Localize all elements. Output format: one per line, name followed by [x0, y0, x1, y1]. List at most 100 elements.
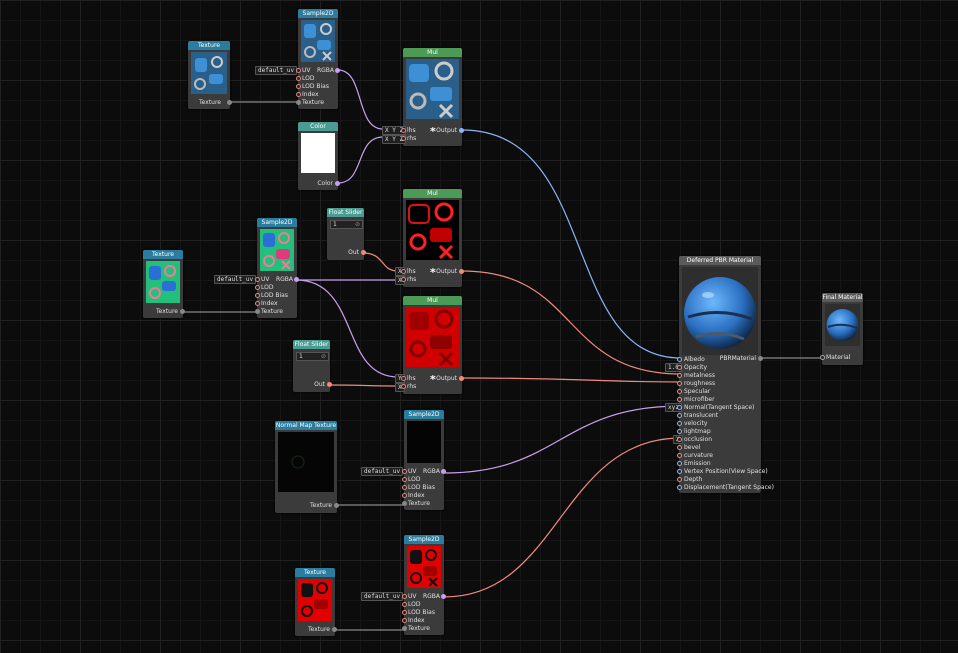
- texture-node[interactable]: Texture Texture: [143, 250, 185, 318]
- input-label: Index: [408, 492, 425, 499]
- pbr-input-label: Specular: [684, 388, 711, 395]
- texture-output-pin[interactable]: [334, 503, 339, 508]
- texture-input-pin[interactable]: [402, 626, 407, 631]
- rhs-input-pin[interactable]: [401, 277, 406, 282]
- input-label: UV: [302, 67, 311, 74]
- slider-output-pin[interactable]: [327, 382, 332, 387]
- pbr-input-pin[interactable]: [677, 413, 682, 418]
- slider-value-field[interactable]: 1 ⊘: [330, 220, 363, 229]
- pbr-input-pin[interactable]: [677, 421, 682, 426]
- sample2d-node[interactable]: Sample2D default_uv UV RGBA LOD LOD Bias…: [255, 9, 340, 109]
- slider-output-pin[interactable]: [361, 250, 366, 255]
- uv-input-pin[interactable]: [296, 68, 301, 73]
- pbr-input-pin[interactable]: [677, 381, 682, 386]
- texture-input-pin[interactable]: [402, 501, 407, 506]
- material-input-pin[interactable]: [820, 355, 825, 360]
- normal-map-texture-node[interactable]: Normal Map Texture Texture: [275, 421, 339, 513]
- lod-input-pin[interactable]: [296, 76, 301, 81]
- lod-bias-input-pin[interactable]: [255, 293, 260, 298]
- uv-input-pin[interactable]: [255, 277, 260, 282]
- lod-bias-input-pin[interactable]: [402, 485, 407, 490]
- deferred-pbr-material-node[interactable]: Deferred PBR Material PBRMaterial 1.0 xy…: [665, 256, 774, 493]
- output-label: RGBA: [316, 67, 334, 74]
- pbr-input-pin[interactable]: [677, 477, 682, 482]
- lod-input-pin[interactable]: [402, 602, 407, 607]
- uv-default-tag[interactable]: default_uv: [255, 66, 298, 75]
- node-title: Float Slider: [293, 340, 330, 349]
- uv-input-pin[interactable]: [402, 469, 407, 474]
- float-slider-node[interactable]: Float Slider 1 ⊘ Out: [327, 208, 366, 260]
- pbr-input-pin[interactable]: [677, 397, 682, 402]
- pbr-input-pin[interactable]: [677, 461, 682, 466]
- pbr-input-pin[interactable]: [677, 485, 682, 490]
- node-title: Mul: [403, 189, 462, 198]
- texture-output-pin[interactable]: [180, 309, 185, 314]
- input-label: Index: [408, 617, 425, 624]
- mul-node[interactable]: Mul X Y Z lhs X Y Z rhs * Output: [382, 48, 464, 146]
- uv-default-tag[interactable]: default_uv: [361, 592, 404, 601]
- float-slider-node[interactable]: Float Slider 1 ⊘ Out: [293, 340, 332, 392]
- sample2d-node[interactable]: Sample2D default_uv UV RGBA LOD LOD Bias…: [214, 218, 299, 318]
- lhs-input-pin[interactable]: [401, 128, 406, 133]
- pbr-input-label: Emission: [684, 460, 711, 467]
- lod-input-pin[interactable]: [255, 285, 260, 290]
- pbr-input-label: Displacement(Tangent Space): [684, 484, 774, 491]
- pbr-input-label: occlusion: [684, 436, 713, 443]
- texture-node[interactable]: Texture Texture: [188, 41, 232, 109]
- lod-bias-input-pin[interactable]: [402, 610, 407, 615]
- texture-input-pin[interactable]: [255, 309, 260, 314]
- mul-output-pin[interactable]: [459, 128, 464, 133]
- mul-output-pin[interactable]: [459, 269, 464, 274]
- rhs-input-pin[interactable]: [401, 384, 406, 389]
- uv-input-pin[interactable]: [402, 594, 407, 599]
- lhs-input-pin[interactable]: [401, 376, 406, 381]
- rgba-output-pin[interactable]: [294, 277, 299, 282]
- pbr-input-pin[interactable]: [677, 429, 682, 434]
- rgba-output-pin[interactable]: [441, 469, 446, 474]
- node-title: Normal Map Texture: [275, 421, 337, 430]
- index-input-pin[interactable]: [402, 618, 407, 623]
- uv-default-tag[interactable]: default_uv: [214, 275, 257, 284]
- input-label: UV: [408, 593, 417, 600]
- uv-default-tag[interactable]: default_uv: [361, 467, 404, 476]
- rhs-input-pin[interactable]: [401, 136, 406, 141]
- pbr-input-pin[interactable]: [677, 373, 682, 378]
- texture-output-pin[interactable]: [332, 627, 337, 632]
- mul-preview: [406, 59, 459, 119]
- mul-node[interactable]: Mul X lhs X rhs * Output: [395, 189, 464, 287]
- index-input-pin[interactable]: [402, 493, 407, 498]
- slider-value-field[interactable]: 1 ⊘: [296, 352, 329, 361]
- mul-node[interactable]: Mul Y lhs X rhs * Output: [395, 296, 464, 394]
- index-input-pin[interactable]: [255, 301, 260, 306]
- pbr-output-pin[interactable]: [758, 356, 763, 361]
- color-node[interactable]: Color Color: [298, 122, 340, 190]
- sample2d-node[interactable]: Sample2D default_uv UV RGBA LOD LOD Bias…: [361, 410, 446, 510]
- input-label: LOD: [408, 601, 421, 608]
- index-input-pin[interactable]: [296, 92, 301, 97]
- pbr-input-pin[interactable]: [677, 405, 682, 410]
- lod-input-pin[interactable]: [402, 477, 407, 482]
- rgba-output-pin[interactable]: [335, 68, 340, 73]
- mul-output-pin[interactable]: [459, 376, 464, 381]
- texture-input-pin[interactable]: [296, 100, 301, 105]
- pbr-input-pin[interactable]: [677, 445, 682, 450]
- lod-bias-input-pin[interactable]: [296, 84, 301, 89]
- pbr-input-label: microfiber: [684, 396, 715, 403]
- slider-value: 1: [299, 353, 303, 360]
- final-material-node[interactable]: Final Material Material: [820, 293, 863, 365]
- pbr-input-pin[interactable]: [677, 357, 682, 362]
- color-swatch[interactable]: [301, 133, 335, 173]
- texture-output-pin[interactable]: [227, 100, 232, 105]
- texture-node[interactable]: Texture Texture: [295, 568, 337, 636]
- pbr-input-pin[interactable]: [677, 437, 682, 442]
- lhs-input-pin[interactable]: [401, 269, 406, 274]
- sample2d-node[interactable]: Sample2D default_uv UV RGBA LOD LOD Bias…: [361, 535, 446, 635]
- pbr-input-pin[interactable]: [677, 469, 682, 474]
- color-output-pin[interactable]: [335, 181, 340, 186]
- pbr-input-pin[interactable]: [677, 365, 682, 370]
- rgba-output-pin[interactable]: [441, 594, 446, 599]
- output-label: RGBA: [422, 593, 440, 600]
- pbr-input-pin[interactable]: [677, 453, 682, 458]
- pbr-input-pin[interactable]: [677, 389, 682, 394]
